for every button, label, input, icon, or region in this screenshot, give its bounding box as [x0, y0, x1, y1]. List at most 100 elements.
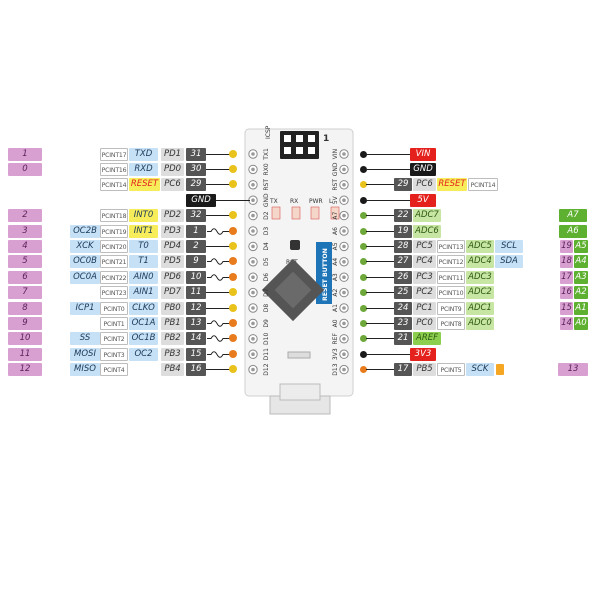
- connector-line: [206, 245, 230, 247]
- pcint-label: PCINT23: [100, 286, 128, 300]
- board-label-left: D3: [263, 227, 270, 236]
- board-label-left: D6: [263, 273, 270, 282]
- board-label-right: A4: [332, 258, 339, 266]
- digital-pin-number: 10: [8, 332, 42, 346]
- pin-connector-dot: [229, 318, 237, 327]
- pin-connector-dot: [229, 257, 237, 266]
- analog-pin-label: A3: [574, 270, 588, 284]
- board-label-left: RST: [263, 179, 270, 191]
- power-label: 5V: [410, 193, 436, 207]
- digital-pin-number: 8: [8, 301, 42, 315]
- board-pin-left-hole: [251, 306, 255, 310]
- pin-connector-dot: [229, 164, 237, 173]
- function-label: TXD: [129, 147, 158, 161]
- connector-line: [366, 338, 394, 340]
- chip-pin-number: 24: [394, 301, 412, 315]
- port-label: PD5: [161, 255, 184, 269]
- function-label: T1: [129, 255, 158, 269]
- connector-line: [206, 369, 230, 371]
- function-label: OC1A: [129, 316, 158, 330]
- port-label: PD6: [161, 270, 184, 284]
- chip-pin-number: 14: [186, 332, 206, 346]
- pcint-label: PCINT10: [437, 286, 465, 300]
- board-pin-left-hole: [251, 198, 255, 202]
- pin-connector-dot: [229, 365, 237, 374]
- led-label-l: L: [329, 198, 333, 205]
- digital-pin-number: 12: [8, 363, 42, 377]
- right-pin-row: VIN: [0, 147, 600, 161]
- pwm-icon: [207, 320, 230, 327]
- crystal: [287, 351, 311, 359]
- pin-connector-dot: [229, 149, 237, 158]
- board-label-right: A2: [332, 288, 339, 296]
- pin-connector-dot: [229, 241, 237, 250]
- analog-pin-label: A6: [559, 224, 587, 238]
- alt-function-label: XCK: [70, 239, 100, 253]
- icsp-pin: [284, 147, 291, 154]
- board-pin-right-hole: [342, 183, 346, 187]
- pin-connector-dot: [229, 211, 237, 220]
- alt-function-label: ICP1: [70, 301, 100, 315]
- pcint-label: PCINT2: [100, 332, 128, 346]
- board-pin-left-hole: [251, 213, 255, 218]
- board-pin-left-hole: [251, 183, 255, 187]
- pcint-label: PCINT9: [437, 301, 465, 315]
- pin-connector-dot: [229, 226, 237, 235]
- icsp-pin: [284, 135, 291, 142]
- icsp-pin: [296, 147, 303, 154]
- adc-label: ADC3: [466, 270, 494, 284]
- pcint-label: PCINT20: [100, 239, 128, 253]
- port-label: PC6: [161, 178, 184, 192]
- pcint-label: PCINT21: [100, 255, 128, 269]
- connector-line: [366, 153, 410, 155]
- pin-connector-dot: [360, 150, 367, 158]
- board-pin-right-hole: [342, 167, 346, 172]
- pwm-wave: [207, 227, 230, 235]
- led-rx: [291, 206, 301, 220]
- chip-pin-number: 11: [186, 286, 206, 300]
- pin-connector-dot: [360, 289, 367, 297]
- pcint-label: PCINT14: [100, 178, 128, 192]
- port-label: PD3: [161, 224, 184, 238]
- power-label: GND: [186, 193, 216, 207]
- board-pin-left-hole: [251, 152, 255, 156]
- board-label-right: 5V: [332, 195, 339, 204]
- power-label: 3V3: [410, 347, 436, 361]
- pwm-icon: [207, 350, 230, 358]
- port-label: PB3: [161, 347, 184, 361]
- alt-function-label: SCL: [495, 239, 523, 253]
- board-label-left: D4: [263, 242, 270, 251]
- connector-line: [366, 184, 394, 186]
- digital-pin-number: 1: [8, 147, 42, 161]
- pcint-label: PCINT8: [437, 316, 465, 330]
- analog-pin-label: A0: [574, 316, 588, 330]
- icsp-label: ICSP: [265, 125, 272, 139]
- port-label: PB4: [161, 363, 184, 377]
- board-label-right: VIN: [332, 149, 339, 159]
- board-label-right: REF: [332, 333, 339, 345]
- board-label-left: D8: [263, 304, 270, 313]
- port-label: PB2: [161, 332, 184, 346]
- board-pin-left-hole: [251, 367, 255, 372]
- digital-pin-number: 7: [8, 286, 42, 300]
- pwm-wave: [207, 320, 230, 327]
- pin-connector-dot: [229, 180, 237, 189]
- right-pin-row: 5V: [0, 193, 600, 207]
- chip-pin-number: 2: [186, 239, 206, 253]
- atmega-die: [274, 271, 312, 309]
- pin-connector-dot: [360, 227, 367, 235]
- chip-pin-number: 19: [394, 224, 412, 238]
- board-pin-right-hole: [342, 367, 346, 372]
- board-pin-right-hole: [342, 337, 346, 341]
- chip-pin-number: 27: [394, 255, 412, 269]
